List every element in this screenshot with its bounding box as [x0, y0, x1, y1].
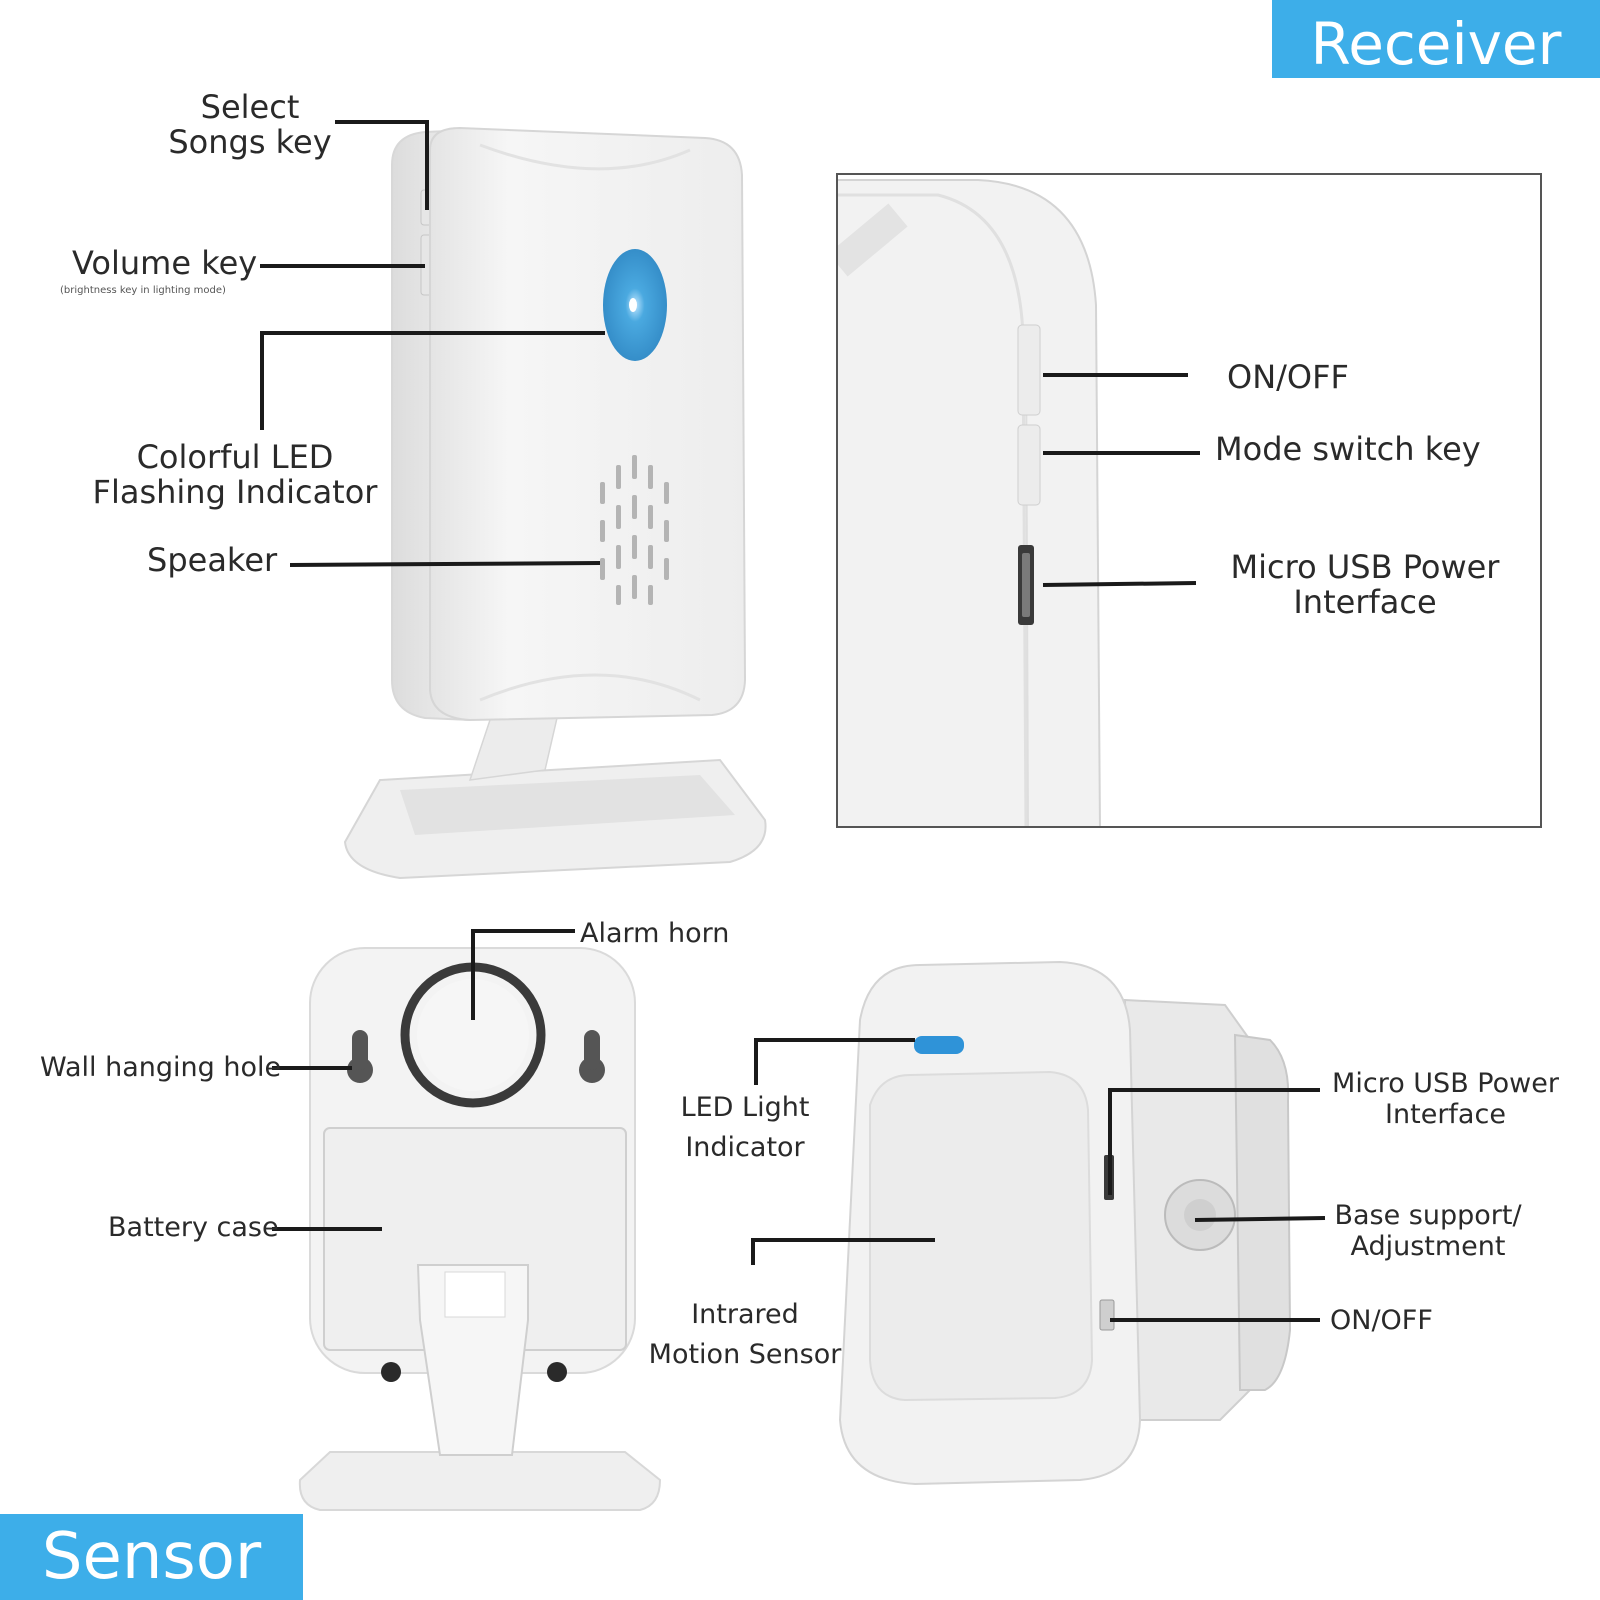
sensor-usb-line2: Interface — [1385, 1099, 1506, 1130]
battery-case-label: Battery case — [108, 1212, 279, 1243]
sensor-usb-line1: Micro USB Power — [1332, 1068, 1559, 1099]
sensor-banner: Sensor — [0, 1514, 303, 1600]
speaker-grille-icon — [600, 455, 669, 605]
base-support-line2: Adjustment — [1350, 1231, 1506, 1262]
colorful-led-line2: Flashing Indicator — [92, 473, 378, 511]
base-support-line1: Base support/ — [1334, 1200, 1522, 1231]
receiver-usb-label: Micro USB Power Interface — [1215, 550, 1515, 620]
receiver-side-illustration — [838, 179, 1200, 826]
sensor-led-icon — [914, 1036, 964, 1054]
receiver-on-off-label: ON/OFF — [1227, 358, 1349, 396]
sensor-usb-label: Micro USB Power Interface — [1318, 1068, 1573, 1130]
receiver-banner: Receiver — [1272, 0, 1600, 78]
base-support-label: Base support/ Adjustment — [1318, 1200, 1538, 1262]
volume-key-label: Volume key — [72, 244, 258, 282]
speaker-label: Speaker — [147, 541, 278, 579]
wall-hanging-hole-label: Wall hanging hole — [40, 1052, 282, 1083]
select-songs-line1: Select — [200, 88, 300, 126]
select-songs-label: Select Songs key — [160, 90, 340, 160]
mode-switch-label: Mode switch key — [1215, 430, 1481, 468]
motion-sensor-label: Intrared Motion Sensor — [635, 1295, 855, 1375]
led-light-label: LED Light Indicator — [665, 1088, 825, 1168]
colorful-led-label: Colorful LED Flashing Indicator — [80, 440, 390, 510]
receiver-side-inset — [836, 173, 1542, 828]
led-light-line1: LED Light — [680, 1092, 810, 1123]
colorful-led-line1: Colorful LED — [136, 438, 334, 476]
select-songs-line2: Songs key — [168, 123, 332, 161]
receiver-usb-line1: Micro USB Power — [1230, 548, 1500, 586]
motion-sensor-line1: Intrared — [691, 1299, 799, 1330]
motion-sensor-line2: Motion Sensor — [648, 1339, 842, 1370]
led-light-line2: Indicator — [685, 1132, 805, 1163]
wall-hanging-hole-icon — [347, 1030, 605, 1083]
sensor-on-off-label: ON/OFF — [1330, 1305, 1433, 1336]
receiver-usb-line2: Interface — [1293, 583, 1437, 621]
volume-key-note: (brightness key in lighting mode) — [60, 285, 226, 296]
alarm-horn-label: Alarm horn — [580, 918, 730, 949]
